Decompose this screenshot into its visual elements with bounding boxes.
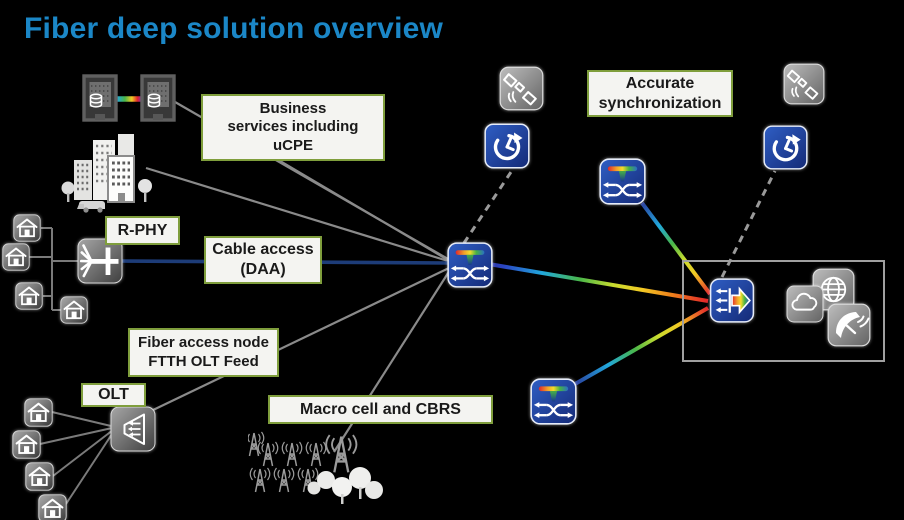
line-house-bus-top [29, 227, 78, 311]
label-fiber-access-node: Fiber access node FTTH OLT Feed [128, 328, 279, 377]
gnss-satellite-icon [783, 63, 825, 105]
transponder-icon [447, 242, 493, 288]
sync-clock-icon [484, 123, 530, 169]
city-buildings-icon [60, 126, 152, 214]
line-spectrum-bottom [574, 306, 709, 386]
house-icon [25, 462, 54, 491]
cloud-icon [786, 285, 824, 323]
line-dashed-switch-to-clock [462, 171, 513, 244]
house-icon [15, 282, 43, 310]
gnss-satellite-icon [499, 66, 544, 111]
label-accurate-synchronization: Accurate synchronization [587, 70, 733, 117]
label-cable-access: Cable access (DAA) [204, 236, 322, 284]
line-house-fan-bottom [39, 411, 115, 505]
server-icon [82, 74, 118, 122]
cell-towers-icon [248, 430, 388, 508]
satellite-dish-icon [827, 303, 871, 347]
house-icon [24, 398, 53, 427]
line-dashed-mux-to-clock [720, 170, 777, 278]
line-business-label-to-switch [279, 160, 449, 261]
label-rphy: R-PHY [105, 216, 180, 245]
server-icon [140, 74, 176, 122]
olt-node-icon [110, 406, 156, 452]
house-icon [12, 430, 41, 459]
house-icon [60, 296, 88, 324]
mux-icon [708, 278, 756, 323]
line-buildings-to-switch [145, 166, 449, 263]
house-icon [2, 243, 30, 271]
line-spectrum-central [470, 259, 709, 303]
line-olt-to-switch [150, 267, 450, 412]
sync-clock-icon [763, 125, 808, 170]
page-title: Fiber deep solution overview [24, 12, 444, 45]
line-spectrum-top [640, 201, 712, 296]
label-business-services: Business services including uCPE [201, 94, 385, 161]
house-icon [13, 214, 41, 242]
core-network-groupbox [682, 260, 885, 362]
label-olt: OLT [81, 383, 146, 407]
transponder-icon [530, 378, 577, 425]
label-macro-cell: Macro cell and CBRS [268, 395, 493, 424]
line-towers-to-switch [333, 269, 451, 453]
house-icon [38, 494, 67, 520]
transponder-icon [599, 158, 646, 205]
